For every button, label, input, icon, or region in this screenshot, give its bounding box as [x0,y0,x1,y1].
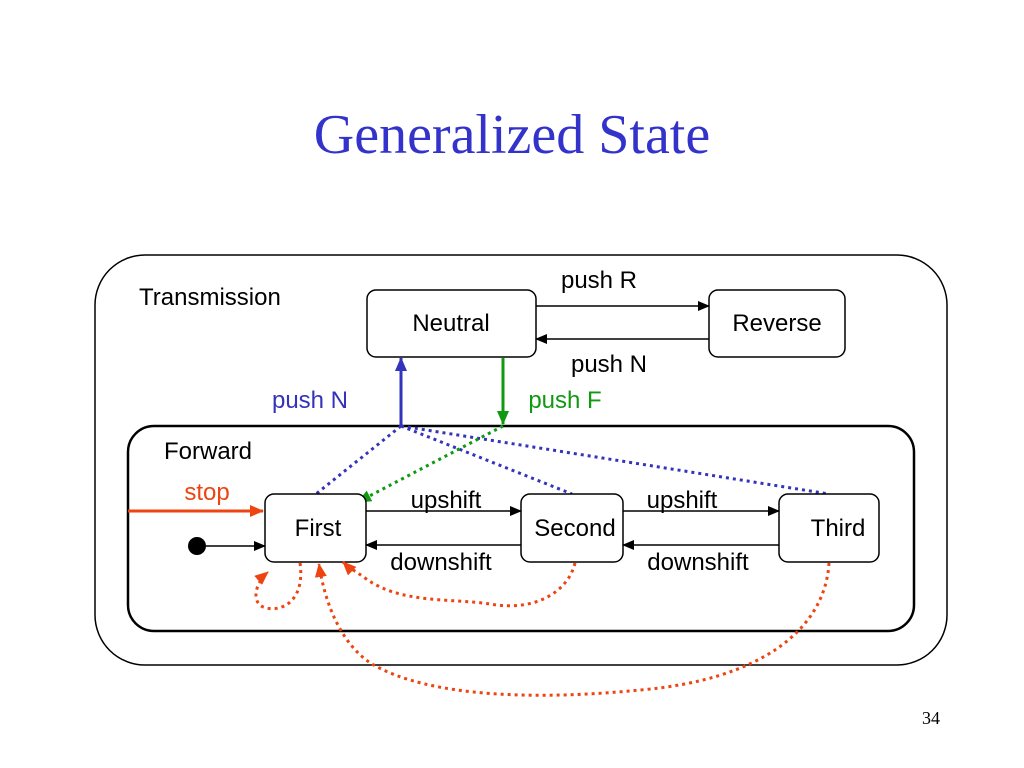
stop-path-second-to-first [341,560,577,608]
label-push-n-forward: push N [272,387,348,414]
label-downshift-1: downshift [390,549,492,576]
label-push-n-reverse: push N [571,351,647,378]
first-state [264,493,367,563]
first-label: First [295,515,342,542]
second-label: Second [534,515,615,542]
stop-path-third-to-first [314,562,831,697]
second-state [520,493,624,563]
label-upshift-1: upshift [411,487,482,514]
page-title: Generalized State [313,104,711,166]
label-stop: stop [184,479,229,506]
dotted-blue-second [400,424,573,496]
label-upshift-2: upshift [647,487,718,514]
neutral-state [366,289,537,358]
third-state [778,493,880,563]
label-downshift-2: downshift [647,549,749,576]
forward-label: Forward [164,438,252,465]
label-push-f: push F [528,387,601,414]
initial-state-dot [188,537,206,555]
third-label: Third [811,515,866,542]
label-push-r: push R [561,267,637,294]
dotted-blue-third [400,424,830,496]
reverse-state [708,289,846,358]
transmission-label: Transmission [139,284,281,311]
page-number: 34 [922,708,940,728]
reverse-label: Reverse [732,310,821,337]
neutral-label: Neutral [412,310,489,337]
